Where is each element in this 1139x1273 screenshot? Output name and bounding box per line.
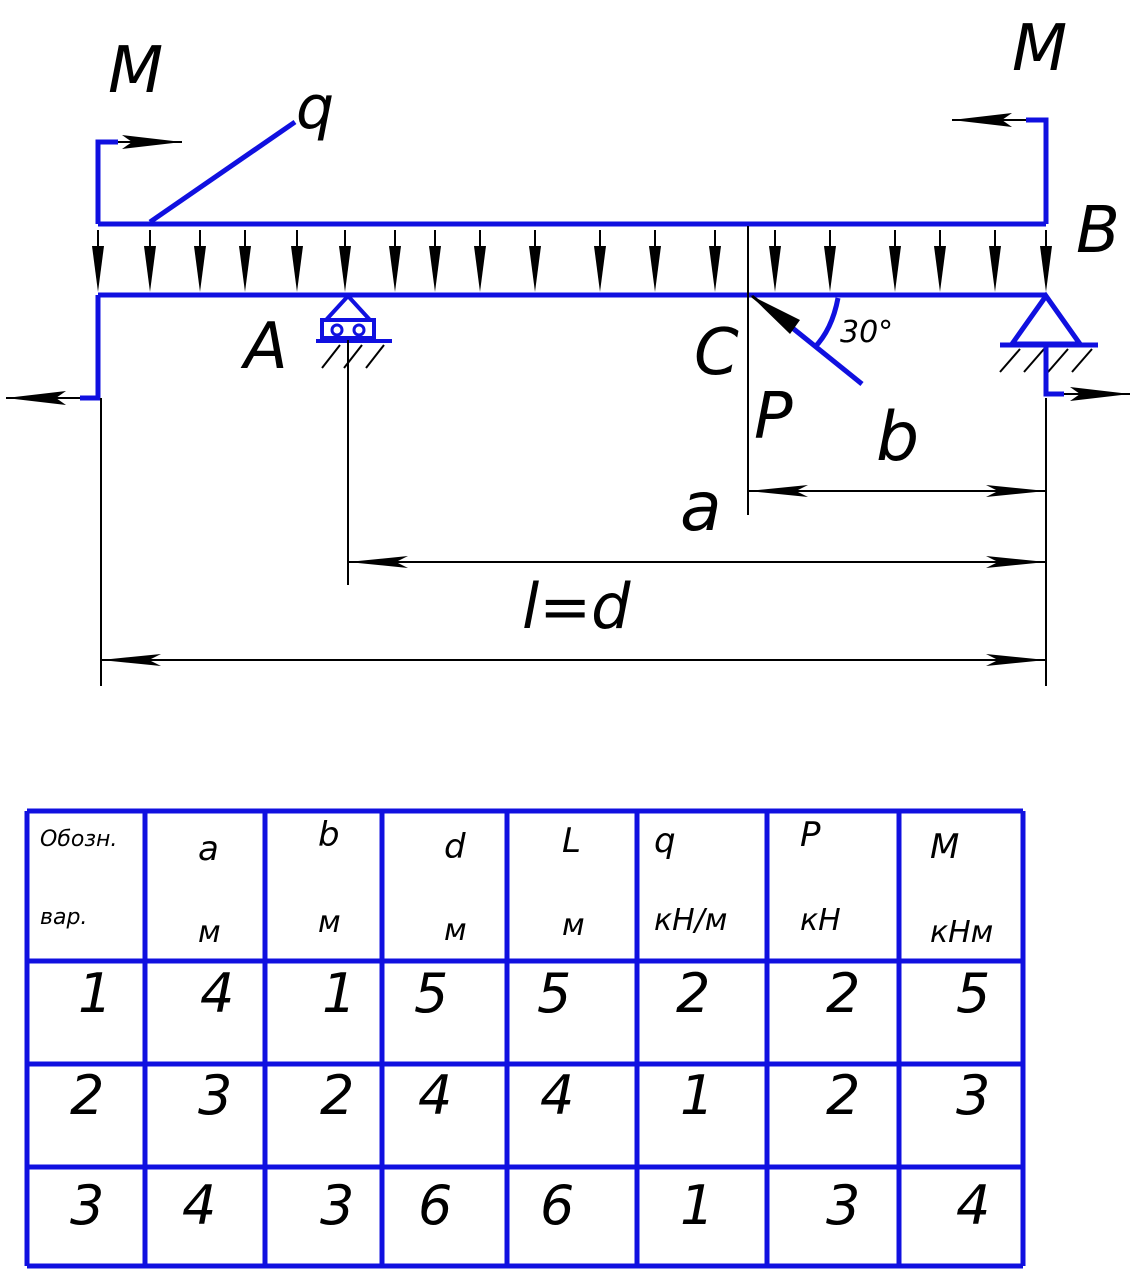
load-arrow-head — [649, 246, 661, 292]
load-arrow-head — [989, 246, 1001, 292]
support-a-roller — [316, 293, 392, 369]
load-arrows — [92, 230, 1052, 292]
table-header-unit: м — [198, 915, 221, 950]
load-arrow-head — [474, 246, 486, 292]
table-header-symbol: P — [800, 815, 821, 855]
table-cell-value: 1 — [322, 962, 356, 1025]
table-cell-value: 5 — [956, 962, 990, 1025]
left-moment-symbol — [95, 135, 182, 224]
distributed-load — [92, 221, 1052, 292]
table-header-symbol: Обозн. — [40, 827, 117, 852]
table-header-symbol: d — [444, 827, 466, 867]
load-arrow-head — [709, 246, 721, 292]
support-b-pin — [999, 291, 1098, 373]
label-force-p: P — [754, 380, 793, 454]
table-variant-number: 1 — [78, 962, 112, 1025]
table-header-symbol: M — [930, 827, 959, 867]
load-leader-line — [148, 119, 297, 225]
label-angle: 30° — [840, 315, 893, 350]
table-header-unit: кН/м — [654, 903, 727, 938]
table-header-symbol: q — [654, 821, 676, 861]
dimension-lines — [100, 226, 1047, 686]
table-cell-value: 5 — [414, 962, 448, 1025]
table-header-unit: м — [444, 913, 467, 948]
label-dim-l: l=d — [522, 570, 631, 643]
left-axial-force — [6, 295, 101, 405]
right-axial-force — [1043, 344, 1130, 401]
table-cell-value: 3 — [320, 1174, 354, 1237]
table-header-unit: кН — [800, 903, 841, 938]
table-cell-value: 2 — [676, 962, 710, 1025]
load-arrow-head — [239, 246, 251, 292]
table-header-unit: м — [562, 908, 585, 943]
table-cell-value: 1 — [680, 1174, 714, 1237]
load-arrow-head — [594, 246, 606, 292]
table-cell-value: 2 — [826, 962, 860, 1025]
load-arrow-head — [824, 246, 836, 292]
table-cell-value: 6 — [418, 1174, 452, 1237]
table-cell-value: 4 — [418, 1064, 452, 1127]
table-header-unit: вар. — [40, 905, 87, 930]
label-support-b: B — [1076, 194, 1120, 268]
load-arrow-head — [389, 246, 401, 292]
table-grid — [24, 808, 1026, 1269]
label-support-a: A — [240, 310, 288, 384]
load-arrow-head — [889, 246, 901, 292]
table-cell-value: 6 — [540, 1174, 574, 1237]
table-cell-value: 2 — [826, 1064, 860, 1127]
right-moment-symbol — [952, 113, 1049, 224]
table-cell-value: 3 — [198, 1064, 232, 1127]
table-header-symbol: a — [198, 829, 219, 869]
label-load-q: q — [296, 73, 334, 143]
load-arrow-head — [291, 246, 303, 292]
table-cell-value: 4 — [540, 1064, 574, 1127]
table-header-symbol: b — [318, 815, 340, 855]
table-header-unit: м — [318, 905, 341, 940]
load-arrow-head — [1040, 246, 1052, 292]
table-variant-number: 2 — [70, 1064, 104, 1127]
force-p — [750, 294, 864, 386]
load-arrow-head — [529, 246, 541, 292]
table-variant-number: 3 — [70, 1174, 104, 1237]
table-cell-value: 1 — [680, 1064, 714, 1127]
table-cell-value: 4 — [956, 1174, 990, 1237]
label-dim-a: a — [680, 468, 722, 547]
load-arrow-head — [144, 246, 156, 292]
table-cell-value: 3 — [826, 1174, 860, 1237]
table-cell-value: 3 — [956, 1064, 990, 1127]
table-header-symbol: L — [562, 821, 581, 861]
load-arrow-head — [429, 246, 441, 292]
load-arrow-head — [339, 246, 351, 292]
table-cell-value: 4 — [200, 962, 234, 1025]
load-arrow-head — [92, 246, 104, 292]
table-cell-value: 5 — [537, 962, 571, 1025]
table-cell-value: 2 — [320, 1064, 354, 1127]
angle-arc — [812, 297, 841, 350]
label-moment-left: M — [108, 34, 163, 108]
label-point-c: C — [694, 316, 739, 390]
label-moment-right: M — [1012, 12, 1067, 86]
load-arrow-head — [934, 246, 946, 292]
table-cell-value: 4 — [182, 1174, 216, 1237]
label-dim-b: b — [876, 398, 919, 477]
load-arrow-head — [769, 246, 781, 292]
load-arrow-head — [194, 246, 206, 292]
table-header-unit: кНм — [930, 915, 993, 950]
